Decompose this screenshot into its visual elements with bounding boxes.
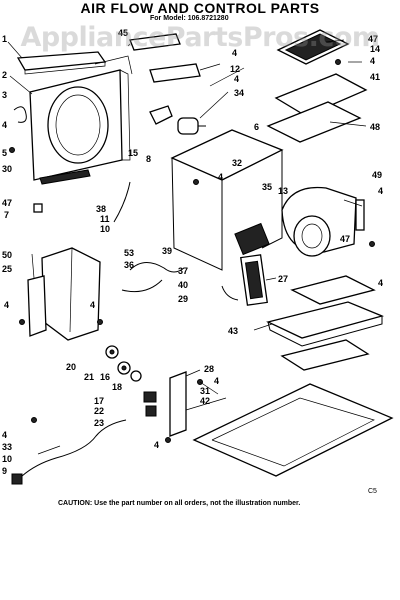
callout-14: 14: [370, 44, 380, 54]
part-2-front-panel: [29, 55, 133, 181]
callout-4: 4: [370, 56, 375, 66]
callout-28: 28: [204, 364, 214, 374]
callout-4: 4: [378, 186, 383, 196]
part-28-control-bracket: [143, 371, 187, 437]
callout-6: 6: [254, 122, 259, 132]
callout-47: 47: [340, 234, 350, 244]
callout-10: 10: [100, 224, 110, 234]
callout-27: 27: [278, 274, 288, 284]
part-25-cover: [27, 275, 47, 337]
part-13-blower-housing: [281, 186, 357, 257]
part-40-wire: [221, 285, 239, 301]
part-50-side-panel: [41, 247, 101, 341]
callout-4: 4: [378, 278, 383, 288]
callout-48: 48: [370, 122, 380, 132]
callout-18: 18: [112, 382, 122, 392]
callout-34: 34: [234, 88, 244, 98]
callout-38: 38: [96, 204, 106, 214]
callout-37: 37: [178, 266, 188, 276]
leader-lines: [7, 39, 367, 455]
callout-labels: 1 2 3 4 5 30 47 7 45 4 12 4 34 15 8 6 47…: [2, 28, 383, 476]
callout-5: 5: [2, 148, 7, 158]
callout-53: 53: [124, 248, 134, 258]
callout-13: 13: [278, 186, 288, 196]
callout-4: 4: [218, 172, 223, 182]
model-number-line: For Model: 106.8721280: [150, 15, 229, 22]
callout-2: 2: [2, 70, 7, 80]
callout-4: 4: [90, 300, 95, 310]
callout-41: 41: [370, 72, 380, 82]
callout-1: 1: [2, 34, 7, 44]
callout-16: 16: [100, 372, 110, 382]
callout-42: 42: [200, 396, 210, 406]
callout-33: 33: [2, 442, 12, 452]
callout-7: 7: [4, 210, 9, 220]
callout-12: 12: [230, 64, 240, 74]
callout-31: 31: [200, 386, 210, 396]
part-15-bracket: [149, 105, 173, 125]
screws: [9, 59, 375, 443]
part-36-wire: [129, 262, 185, 273]
part-control-knobs: [105, 345, 142, 382]
callout-25: 25: [2, 264, 12, 274]
callout-4: 4: [4, 300, 9, 310]
part-3-clip: [13, 106, 27, 123]
part-14-filter-grille: [276, 29, 350, 65]
corner-mark: C5: [368, 488, 377, 495]
diagram-title: AIR FLOW AND CONTROL PARTS: [80, 0, 320, 16]
callout-8: 8: [146, 154, 151, 164]
callout-9: 9: [2, 466, 7, 476]
callout-47: 47: [368, 34, 378, 44]
part-43-drain-pan: [266, 275, 385, 347]
callout-4: 4: [232, 48, 237, 58]
callout-49: 49: [372, 170, 382, 180]
part-27-grille: [240, 254, 268, 306]
callout-3: 3: [2, 90, 7, 100]
callout-32: 32: [232, 158, 242, 168]
callout-20: 20: [66, 362, 76, 372]
part-12-shelf: [149, 63, 201, 83]
callout-23: 23: [94, 418, 104, 428]
callout-45: 45: [118, 28, 128, 38]
part-34-chassis: [170, 129, 284, 271]
callout-29: 29: [178, 294, 188, 304]
part-42-base-frame: [192, 339, 394, 477]
callout-30: 30: [2, 164, 12, 174]
part-39-wire: [121, 279, 163, 293]
callout-4: 4: [154, 440, 159, 450]
callout-15: 15: [128, 148, 138, 158]
callout-22: 22: [94, 406, 104, 416]
callout-36: 36: [124, 260, 134, 270]
callout-47: 47: [2, 198, 12, 208]
callout-39: 39: [162, 246, 172, 256]
power-plug: [11, 473, 23, 485]
callout-21: 21: [84, 372, 94, 382]
callout-17: 17: [94, 396, 104, 406]
callout-11: 11: [100, 214, 110, 224]
part-48-plate: [266, 101, 362, 143]
part-9-power-cord: [21, 419, 127, 477]
callout-35: 35: [262, 182, 272, 192]
caution-note: CAUTION: Use the part number on all orde…: [58, 500, 301, 507]
part-7-block: [33, 203, 43, 213]
part-11-wire: [113, 181, 131, 223]
part-8-motor: [177, 117, 206, 135]
part-45-plate: [129, 33, 181, 51]
callout-40: 40: [178, 280, 188, 290]
callout-4: 4: [2, 120, 7, 130]
callout-43: 43: [228, 326, 238, 336]
part-1-top-strip: [16, 51, 107, 75]
part-49-bracket: [355, 199, 365, 231]
callout-4: 4: [234, 74, 239, 84]
part-41-plate: [274, 73, 368, 117]
callout-4: 4: [2, 430, 7, 440]
part-5-lower-strip: [39, 169, 91, 185]
callout-4: 4: [214, 376, 219, 386]
callout-10: 10: [2, 454, 12, 464]
callout-50: 50: [2, 250, 12, 260]
